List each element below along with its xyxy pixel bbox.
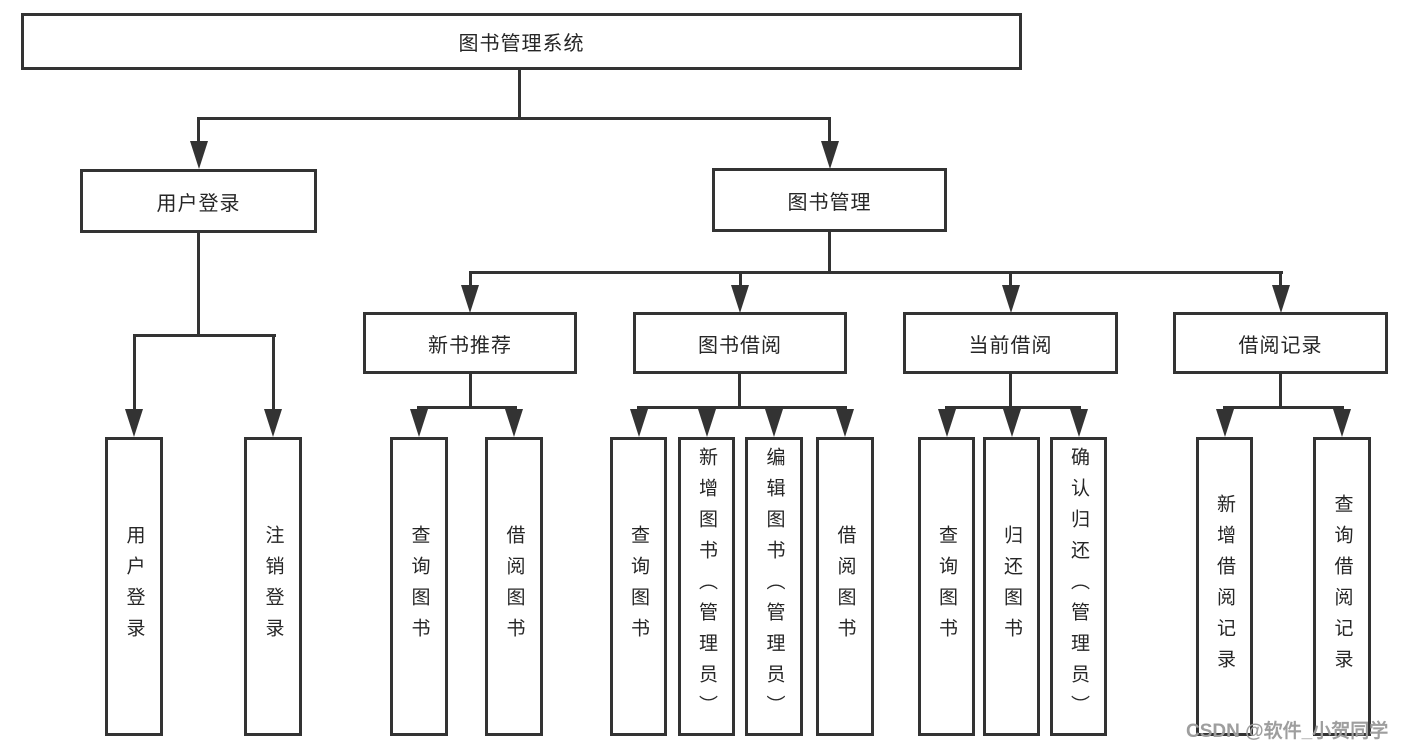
arrow-leaf-borrow-book-borrowing [836, 409, 854, 437]
node-root: 图书管理系统 [21, 13, 1022, 70]
leaf-edit-book-admin-label: 编辑图书（管理员） [763, 447, 785, 726]
leaf-confirm-return-admin: 确认归还（管理员） [1050, 437, 1107, 736]
leaf-add-borrow-record-label: 新增借阅记录 [1214, 493, 1235, 680]
connector-root-stem [518, 68, 521, 120]
leaf-user-login-label: 用户登录 [123, 524, 145, 649]
connector-records-stem [1279, 372, 1282, 409]
leaf-query-borrow-record-label: 查询借阅记录 [1331, 493, 1353, 680]
node-borrowing-records: 借阅记录 [1173, 312, 1388, 374]
connector-drop-borrowing [739, 273, 742, 287]
connector-user-login-bar [133, 334, 276, 337]
leaf-query-book-borrowing-label: 查询图书 [628, 524, 649, 649]
leaf-query-book-borrowing: 查询图书 [610, 437, 667, 736]
arrow-book-borrowing [731, 285, 749, 313]
leaf-add-borrow-record: 新增借阅记录 [1196, 437, 1253, 736]
connector-drop-leaf-logout [272, 336, 275, 412]
leaf-query-borrow-record: 查询借阅记录 [1313, 437, 1371, 736]
node-book-management-label: 图书管理 [787, 191, 872, 214]
connector-drop-new-book [469, 273, 472, 287]
arrow-leaf-user-login [125, 409, 143, 437]
connector-drop-records [1279, 273, 1282, 287]
leaf-logout-label: 注销登录 [262, 524, 284, 649]
leaf-borrow-book-recommend: 借阅图书 [485, 437, 543, 736]
leaf-borrow-book-borrowing: 借阅图书 [816, 437, 874, 736]
node-book-management: 图书管理 [712, 168, 947, 232]
node-user-login: 用户登录 [80, 169, 317, 233]
connector-drop-current [1009, 273, 1012, 287]
leaf-query-book-recommend-label: 查询图书 [408, 524, 430, 649]
node-root-label: 图书管理系统 [458, 33, 585, 55]
node-book-borrowing: 图书借阅 [633, 312, 847, 374]
arrow-book-management [821, 141, 839, 169]
connector-current-bar [945, 406, 1081, 409]
leaf-add-book-admin-label: 新增图书（管理员） [696, 447, 717, 726]
connector-borrowing-bar [637, 406, 847, 409]
arrow-leaf-query-book-borrowing [630, 409, 648, 437]
arrow-leaf-query-book-current [938, 409, 956, 437]
node-user-login-label: 用户登录 [156, 192, 241, 215]
arrow-leaf-edit-book-admin [765, 409, 783, 437]
connector-new-book-stem [469, 372, 472, 409]
leaf-borrow-book-recommend-label: 借阅图书 [503, 524, 525, 649]
node-borrowing-records-label: 借阅记录 [1238, 334, 1323, 357]
connector-drop-user-login [197, 119, 200, 144]
leaf-logout: 注销登录 [244, 437, 302, 736]
node-new-book-recommend-label: 新书推荐 [428, 334, 512, 357]
node-book-borrowing-label: 图书借阅 [698, 334, 782, 357]
connector-current-stem [1009, 372, 1012, 409]
connector-level2-bar [197, 117, 831, 120]
arrow-leaf-query-book-recommend [410, 409, 428, 437]
csdn-watermark: CSDN @软件_小贺同学 [1186, 721, 1389, 742]
leaf-edit-book-admin: 编辑图书（管理员） [745, 437, 803, 736]
node-current-borrowing-label: 当前借阅 [968, 334, 1053, 357]
leaf-query-book-current-label: 查询图书 [936, 524, 957, 649]
leaf-query-book-recommend: 查询图书 [390, 437, 448, 736]
arrow-leaf-logout [264, 409, 282, 437]
arrow-leaf-return-book [1003, 409, 1021, 437]
arrow-borrowing-records [1272, 285, 1290, 313]
connector-new-book-bar [417, 406, 517, 409]
arrow-new-book-recommend [461, 285, 479, 313]
leaf-return-book: 归还图书 [983, 437, 1040, 736]
connector-book-management-stem [828, 230, 831, 274]
connector-records-bar [1223, 406, 1344, 409]
connector-borrowing-stem [738, 372, 741, 409]
leaf-add-book-admin: 新增图书（管理员） [678, 437, 735, 736]
connector-drop-leaf-user-login [133, 336, 136, 412]
node-current-borrowing: 当前借阅 [903, 312, 1118, 374]
node-new-book-recommend: 新书推荐 [363, 312, 577, 374]
arrow-leaf-borrow-book-recommend [505, 409, 523, 437]
leaf-user-login: 用户登录 [105, 437, 163, 736]
arrow-leaf-confirm-return-admin [1070, 409, 1088, 437]
arrow-leaf-query-borrow-record [1333, 409, 1351, 437]
arrow-current-borrowing [1002, 285, 1020, 313]
connector-user-login-stem [197, 231, 200, 337]
arrow-user-login [190, 141, 208, 169]
connector-drop-book-management [828, 119, 831, 144]
connector-level3-bar [469, 271, 1283, 274]
leaf-query-book-current: 查询图书 [918, 437, 975, 736]
arrow-leaf-add-borrow-record [1216, 409, 1234, 437]
leaf-borrow-book-borrowing-label: 借阅图书 [834, 524, 856, 649]
arrow-leaf-add-book-admin [698, 409, 716, 437]
leaf-return-book-label: 归还图书 [1001, 524, 1022, 649]
leaf-confirm-return-admin-label: 确认归还（管理员） [1068, 447, 1089, 726]
